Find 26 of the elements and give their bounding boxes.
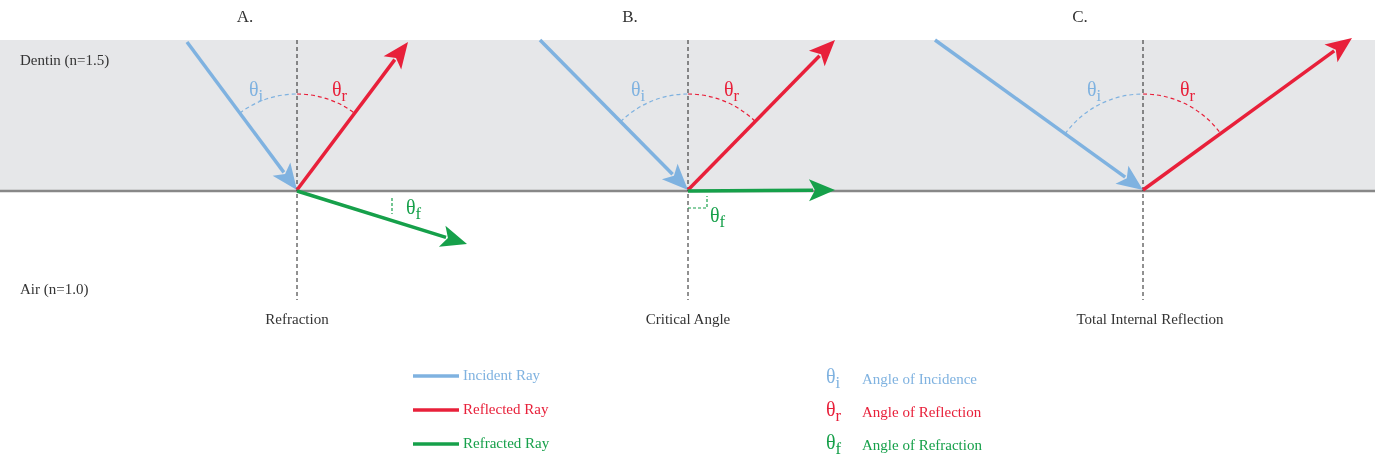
angle-symbol: θ$_{i}$ [1087, 78, 1102, 106]
legend-text: Angle of Reflection [862, 404, 982, 421]
legend-text: Refracted Ray [463, 435, 550, 452]
angle-symbol: θ$_{i}$ [826, 365, 841, 393]
angle-symbol: θ$_{r}$ [724, 78, 740, 106]
caption: Critical Angle [645, 311, 731, 328]
angle-symbol: θ$_{r}$ [826, 398, 842, 426]
dentin-layer [0, 40, 1375, 191]
angle-symbol: θ$_{r}$ [332, 78, 348, 106]
angle-symbol: θ$_{f}$ [406, 196, 422, 224]
medium-label: Air (n=1.0) [20, 281, 89, 298]
angle-symbol: θ$_{f}$ [826, 431, 842, 459]
legend-text: Incident Ray [463, 367, 541, 384]
panel-label: C. [1072, 8, 1088, 27]
caption: Total Internal Reflection [1076, 311, 1224, 328]
legend-text: Reflected Ray [463, 401, 549, 418]
panel-label: A. [236, 8, 254, 27]
angle-symbol: θ$_{i}$ [631, 78, 646, 106]
legend-text: Angle of Refraction [862, 437, 982, 454]
panel-label: B. [622, 8, 638, 27]
medium-label: Dentin (n=1.5) [20, 52, 110, 69]
angle-symbol: θ$_{r}$ [1180, 78, 1196, 106]
legend-text: Angle of Incidence [862, 371, 977, 388]
angle-symbol: θ$_{f}$ [710, 204, 726, 232]
angle-symbol: θ$_{i}$ [249, 78, 264, 106]
caption: Refraction [265, 311, 329, 328]
